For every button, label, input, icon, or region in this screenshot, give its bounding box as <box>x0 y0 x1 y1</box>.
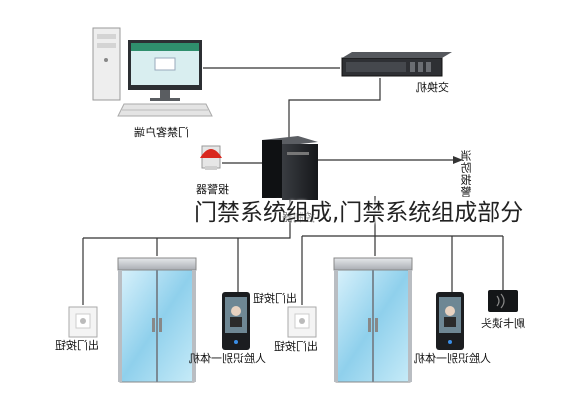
face-terminal-right-label: 人脸识别一体机 <box>414 352 491 365</box>
connection-lines <box>82 67 504 305</box>
controller-box <box>262 136 318 200</box>
switch-label: 交换机 <box>416 81 449 94</box>
exit-button-left <box>68 306 98 338</box>
glass-door-right <box>333 257 413 383</box>
client-label: 门禁客户端 <box>134 126 189 139</box>
exit-button-left-label: 出门按钮 <box>55 339 99 352</box>
network-switch <box>341 52 452 77</box>
monitor <box>128 40 202 101</box>
keyboard <box>117 103 213 117</box>
switch-controller-line <box>288 78 381 140</box>
fire-arrow-head <box>453 156 463 164</box>
caption-overlay: 门禁系统组成,门禁系统组成部分 <box>194 200 524 226</box>
alarm-siren <box>200 145 222 170</box>
glass-door-left <box>117 257 197 383</box>
card-reader-label: 刷卡读头 <box>481 317 525 330</box>
left-bus <box>83 222 291 239</box>
exit-button-mid-label: 出门按钮 <box>253 292 297 305</box>
face-terminal-right <box>436 292 464 350</box>
face-terminal-left <box>222 292 250 350</box>
face-terminal-left-label: 人脸识别一体机 <box>189 352 266 365</box>
exit-button-right-label: 出门按钮 <box>274 340 318 353</box>
pc-tower <box>92 27 121 101</box>
fire-label: 消防报警 <box>460 150 473 198</box>
exit-button-right <box>287 306 317 338</box>
card-reader <box>488 290 518 312</box>
